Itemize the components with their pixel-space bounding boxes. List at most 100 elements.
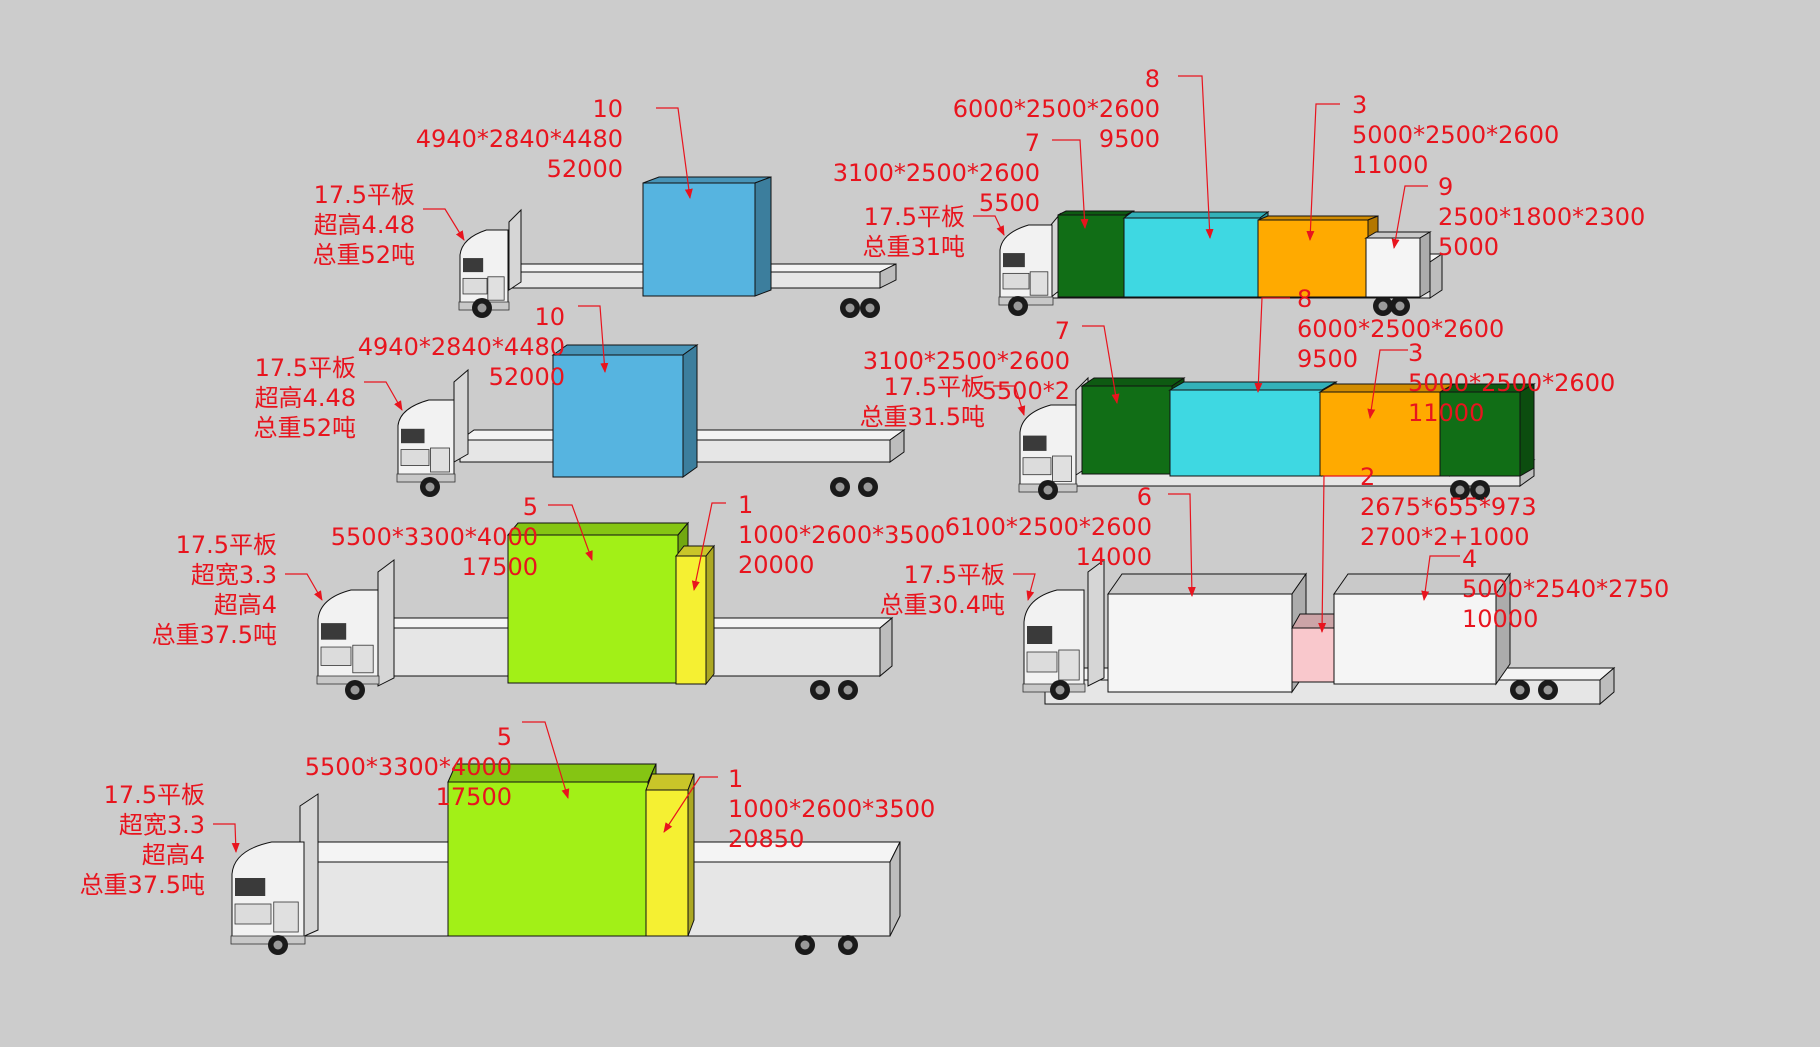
cargo-label: 8 6000*2500*2600 9500 xyxy=(1297,285,1505,373)
leader-line xyxy=(1082,325,1120,404)
leader-line xyxy=(973,215,1005,236)
cargo-box-top xyxy=(1122,211,1270,219)
cargo-box-top xyxy=(1257,215,1379,221)
truck-left-1 xyxy=(458,176,897,318)
cargo-box-front xyxy=(1107,593,1293,693)
wheel-hub xyxy=(350,685,360,695)
leader-line xyxy=(522,721,570,799)
wheel-hub xyxy=(425,482,435,492)
wheel-hub xyxy=(815,685,825,695)
cargo-box-side xyxy=(705,544,715,686)
cargo-box-top xyxy=(645,773,695,791)
truck-spec-label: 17.5平板 超宽3.3 超高4 总重37.5吨 xyxy=(79,781,205,899)
leader-line xyxy=(1367,349,1408,419)
leader-line xyxy=(423,208,465,241)
cargo-box-side xyxy=(682,344,698,478)
truck-spec-label: 17.5平板 总重31.5吨 xyxy=(859,373,985,431)
headboard-panel xyxy=(1087,559,1105,687)
leader-line xyxy=(993,385,1026,416)
cab-door xyxy=(1052,455,1072,482)
wheel-hub xyxy=(1013,301,1023,311)
cab-window xyxy=(401,428,425,444)
cargo-box-front xyxy=(1439,391,1521,477)
wheel-hub xyxy=(1378,301,1388,311)
leader-line xyxy=(285,573,323,601)
cargo-label: 1 1000*2600*3500 20850 xyxy=(728,765,936,853)
leader-line xyxy=(691,502,726,591)
leader-line xyxy=(1013,573,1036,601)
cab-door xyxy=(352,644,374,674)
leader-line xyxy=(1168,493,1196,597)
cab-grille xyxy=(1026,651,1058,673)
cab-door xyxy=(1058,649,1080,681)
truck-spec-label: 17.5平板 总重31吨 xyxy=(862,203,965,261)
truck-spec-label: 17.5平板 超高4.48 总重52吨 xyxy=(312,181,415,269)
truck-left-2 xyxy=(396,344,906,497)
cargo-box-front xyxy=(1057,214,1127,298)
cargo-label: 8 6000*2500*2600 9500 xyxy=(952,65,1160,153)
cargo-box-top xyxy=(1364,231,1432,239)
cargo-label: 6 6100*2500*2600 14000 xyxy=(944,483,1152,571)
leader-line xyxy=(1421,555,1460,601)
leader-line xyxy=(663,776,718,833)
wheel-hub xyxy=(1475,485,1485,495)
leader-line xyxy=(1306,103,1340,241)
wheel-hub xyxy=(1515,685,1525,695)
cab-window xyxy=(1027,626,1053,644)
trailer-bed-end xyxy=(879,616,893,678)
cargo-label: 3 5000*2500*2600 11000 xyxy=(1408,339,1616,427)
leader-line xyxy=(1052,139,1089,229)
leader-line xyxy=(548,504,593,561)
leader-line xyxy=(1254,297,1290,393)
cargo-box-front xyxy=(447,781,649,937)
cargo-label: 5 5500*3300*4000 17500 xyxy=(330,493,538,581)
cab-window xyxy=(463,258,484,273)
wheel-hub xyxy=(1055,685,1065,695)
cargo-box-top xyxy=(551,344,699,356)
cargo-box-top xyxy=(1080,377,1186,387)
cab-grille xyxy=(234,903,272,925)
truck-left-4 xyxy=(230,763,901,955)
cargo-box-front xyxy=(1291,627,1335,683)
cargo-label: 10 4940*2840*4480 52000 xyxy=(415,95,623,183)
leader-line xyxy=(213,823,240,853)
wheel-hub xyxy=(843,685,853,695)
leader-line xyxy=(364,381,403,411)
cargo-label: 9 2500*1800*2300 5000 xyxy=(1438,173,1646,261)
cargo-box-front xyxy=(642,182,756,297)
cargo-label: 7 3100*2500*2600 5500 xyxy=(832,129,1040,217)
wheel-hub xyxy=(1455,485,1465,495)
cab-grille xyxy=(1022,457,1052,476)
leader-line xyxy=(1178,75,1214,239)
wheel-hub xyxy=(477,303,487,313)
cargo-box-side xyxy=(687,773,695,937)
wheel-hub xyxy=(1043,485,1053,495)
cargo-label: 3 5000*2500*2600 11000 xyxy=(1352,91,1560,179)
headboard-panel xyxy=(508,208,522,291)
cab-grille xyxy=(1002,272,1030,290)
wheel-hub xyxy=(1395,301,1405,311)
cab-door xyxy=(273,901,299,933)
cargo-box-side xyxy=(754,176,772,297)
cargo-label: 1 1000*2600*3500 20000 xyxy=(738,491,946,579)
cab-bumper xyxy=(316,675,380,685)
wheel-hub xyxy=(865,303,875,313)
wheel-hub xyxy=(845,303,855,313)
truck-right-3 xyxy=(1022,559,1616,706)
wheel-hub xyxy=(1543,685,1553,695)
cab-bumper xyxy=(230,935,306,945)
cab-window xyxy=(235,878,266,896)
truck-spec-label: 17.5平板 超宽3.3 超高4 总重37.5吨 xyxy=(151,531,277,649)
cab-window xyxy=(1003,253,1025,268)
wheel-hub xyxy=(843,940,853,950)
truck-left-3 xyxy=(316,521,894,700)
cargo-box-front xyxy=(552,354,684,478)
cargo-label: 10 4940*2840*4480 52000 xyxy=(357,303,565,391)
cargo-box-front xyxy=(1333,593,1497,685)
leader-line xyxy=(1318,475,1370,633)
wheel-hub xyxy=(273,940,283,950)
cab-grille xyxy=(320,646,352,666)
truck-right-1 xyxy=(998,210,1444,316)
